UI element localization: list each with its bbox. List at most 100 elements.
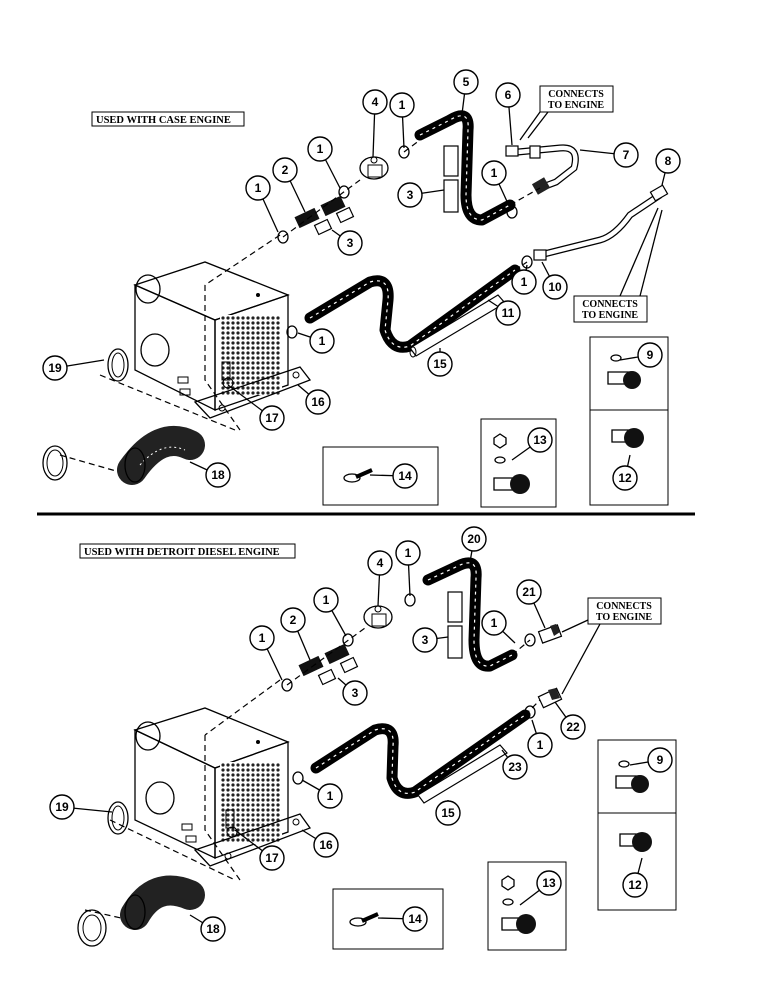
svg-text:TO ENGINE: TO ENGINE [548, 100, 605, 111]
bottom-part-number: 18 [206, 922, 220, 936]
grille-dot [271, 793, 275, 797]
bottom-label-circle-1 [527, 732, 553, 758]
bottom-label-circle-2 [280, 607, 306, 633]
grille-dot [266, 366, 270, 370]
top-part-number: 8 [665, 154, 672, 168]
grille-dot [231, 838, 235, 842]
grille-dot [266, 336, 270, 340]
grille-dot [246, 818, 250, 822]
grille-dot [266, 381, 270, 385]
grille-dot [276, 366, 280, 370]
grille-dot [251, 376, 255, 380]
grille-dot [221, 356, 225, 360]
bottom-part-number: 1 [405, 546, 412, 560]
top-label-circle-1 [309, 328, 335, 354]
top-part-number: 5 [463, 75, 470, 89]
grille-dot [246, 326, 250, 330]
grille-dot [241, 386, 245, 390]
grille-dot [236, 316, 240, 320]
grille-dot [276, 768, 280, 772]
grille-dot [236, 341, 240, 345]
grille-dot [261, 818, 265, 822]
grille-dot [261, 351, 265, 355]
grille-dot [266, 798, 270, 802]
grille-dot [231, 326, 235, 330]
grille-dot [241, 356, 245, 360]
grille-dot [246, 778, 250, 782]
top-tube-15 [409, 294, 506, 358]
grille-dot [276, 808, 280, 812]
bottom-valve-4 [363, 605, 393, 629]
grille-dot [256, 341, 260, 345]
grille-dot [231, 833, 235, 837]
grille-dot [236, 768, 240, 772]
grille-dot [261, 768, 265, 772]
grille-dot [256, 331, 260, 335]
grille-dot [261, 361, 265, 365]
grille-dot [246, 346, 250, 350]
grille-dot [226, 823, 230, 827]
top-part-number: 9 [647, 348, 654, 362]
grille-dot [271, 326, 275, 330]
top-label-circle-2 [272, 157, 298, 183]
grille-dot [221, 351, 225, 355]
grille-dot [261, 783, 265, 787]
bottom-part-number: 1 [537, 738, 544, 752]
bottom-fittings-3 [317, 656, 359, 686]
bottom-part-number: 1 [323, 593, 330, 607]
grille-dot [226, 336, 230, 340]
grille-dot [246, 798, 250, 802]
grille-dot [266, 833, 270, 837]
bottom-label-circle-3 [342, 680, 368, 706]
grille-dot [266, 391, 270, 395]
grille-dot [241, 381, 245, 385]
grille-dot [251, 366, 255, 370]
grille-dot [236, 808, 240, 812]
grille-dot [241, 808, 245, 812]
top-part-number: 1 [491, 166, 498, 180]
grille-dot [276, 386, 280, 390]
grille-dot [241, 371, 245, 375]
top-part-number: 2 [282, 163, 289, 177]
bottom-tube-15 [417, 744, 508, 804]
top-title: USED WITH CASE ENGINE [96, 115, 231, 126]
grille-dot [256, 316, 260, 320]
grille-dot [271, 346, 275, 350]
grille-dot [226, 316, 230, 320]
grille-dot [241, 376, 245, 380]
grille-dot [236, 376, 240, 380]
top-pipe-7 [505, 144, 579, 195]
grille-dot [256, 356, 260, 360]
grille-dot [261, 366, 265, 370]
grille-dot [241, 391, 245, 395]
bottom-part-number: 22 [566, 720, 580, 734]
bottom-label-circle-17 [259, 845, 285, 871]
grille-dot [256, 803, 260, 807]
grille-dot [251, 391, 255, 395]
grille-dot [231, 366, 235, 370]
grille-dot [221, 828, 225, 832]
grille-dot [256, 818, 260, 822]
grille-dot [221, 336, 225, 340]
grille-dot [266, 768, 270, 772]
grille-dot [271, 813, 275, 817]
grille-dot [276, 356, 280, 360]
top-label-circle-9 [637, 342, 663, 368]
grille-dot [221, 833, 225, 837]
bottom-label-circle-15 [435, 800, 461, 826]
grille-dot [271, 788, 275, 792]
grille-dot [236, 381, 240, 385]
grille-dot [251, 808, 255, 812]
grille-dot [276, 828, 280, 832]
grille-dot [276, 763, 280, 767]
bottom-part-number: 23 [508, 760, 522, 774]
grille-dot [241, 798, 245, 802]
grille-dot [246, 376, 250, 380]
grille-dot [226, 763, 230, 767]
bottom-fitting-21 [537, 624, 563, 644]
top-label-circle-1 [511, 269, 537, 295]
grille-dot [251, 833, 255, 837]
grille-dot [226, 366, 230, 370]
top-tube-3-upper [443, 145, 459, 177]
